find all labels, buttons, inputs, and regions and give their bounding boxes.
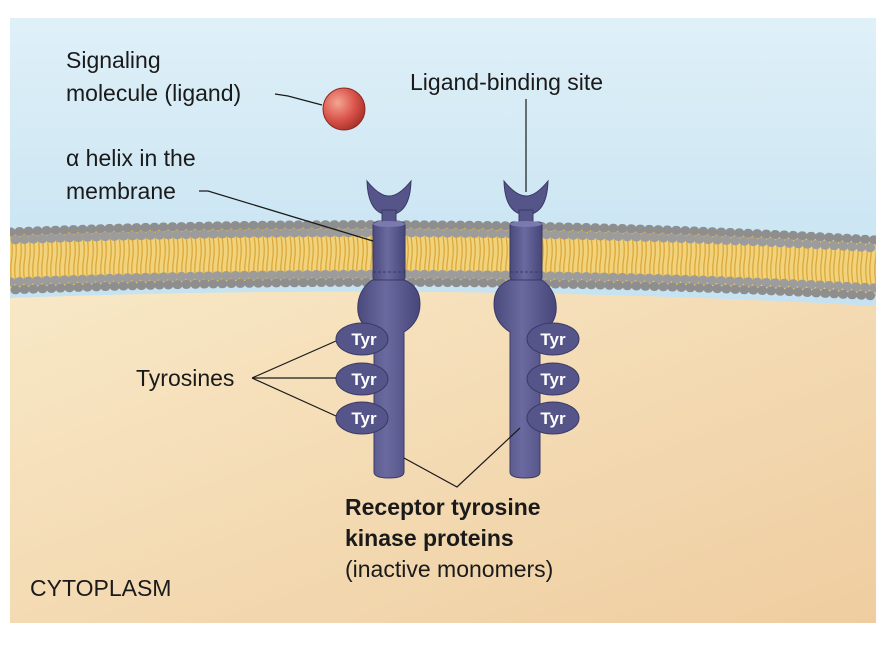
tyrosine-oval xyxy=(335,362,389,396)
tyr-label: Tyr xyxy=(540,409,566,428)
receptor-label: Receptor tyrosine xyxy=(345,494,541,520)
leader-lines xyxy=(199,93,527,488)
lipid-heads-inner xyxy=(10,269,876,293)
tyrosines-label: Tyrosines xyxy=(136,365,234,391)
signaling-label: Signaling xyxy=(66,47,161,73)
tyrosine-oval xyxy=(526,362,580,396)
tyr-label: Tyr xyxy=(540,330,566,349)
tyrosine-oval xyxy=(335,401,389,435)
tyrosine-oval xyxy=(526,401,580,435)
ligand-binding-site-label: Ligand-binding site xyxy=(410,69,603,95)
cytoplasm-region xyxy=(10,291,876,623)
tyrosine-oval xyxy=(335,322,389,356)
helix-label-line2: membrane xyxy=(66,178,176,204)
ligand-sphere xyxy=(322,87,366,131)
cytoplasm-label: CYTOPLASM xyxy=(30,575,171,601)
lipid-heads-outer xyxy=(10,220,876,245)
receptor-leader-line xyxy=(403,427,521,488)
receptor-right: Tyr Tyr Tyr xyxy=(493,179,580,479)
helix-label: α helix in the xyxy=(66,145,196,171)
tyrosines-leader-line xyxy=(251,340,337,379)
receptor-left: Tyr Tyr Tyr xyxy=(335,179,421,479)
tyr-label: Tyr xyxy=(540,370,566,389)
ligand-leader-line xyxy=(274,93,323,106)
receptor-label-line3: (inactive monomers) xyxy=(345,556,553,582)
tyrosine-oval xyxy=(526,322,580,356)
tyr-label: Tyr xyxy=(351,370,377,389)
tyr-label: Tyr xyxy=(351,409,377,428)
signaling-label-line2: molecule (ligand) xyxy=(66,80,241,106)
receptor-label-line2: kinase proteins xyxy=(345,525,514,551)
tyr-label: Tyr xyxy=(351,330,377,349)
helix-leader-line xyxy=(199,190,374,242)
